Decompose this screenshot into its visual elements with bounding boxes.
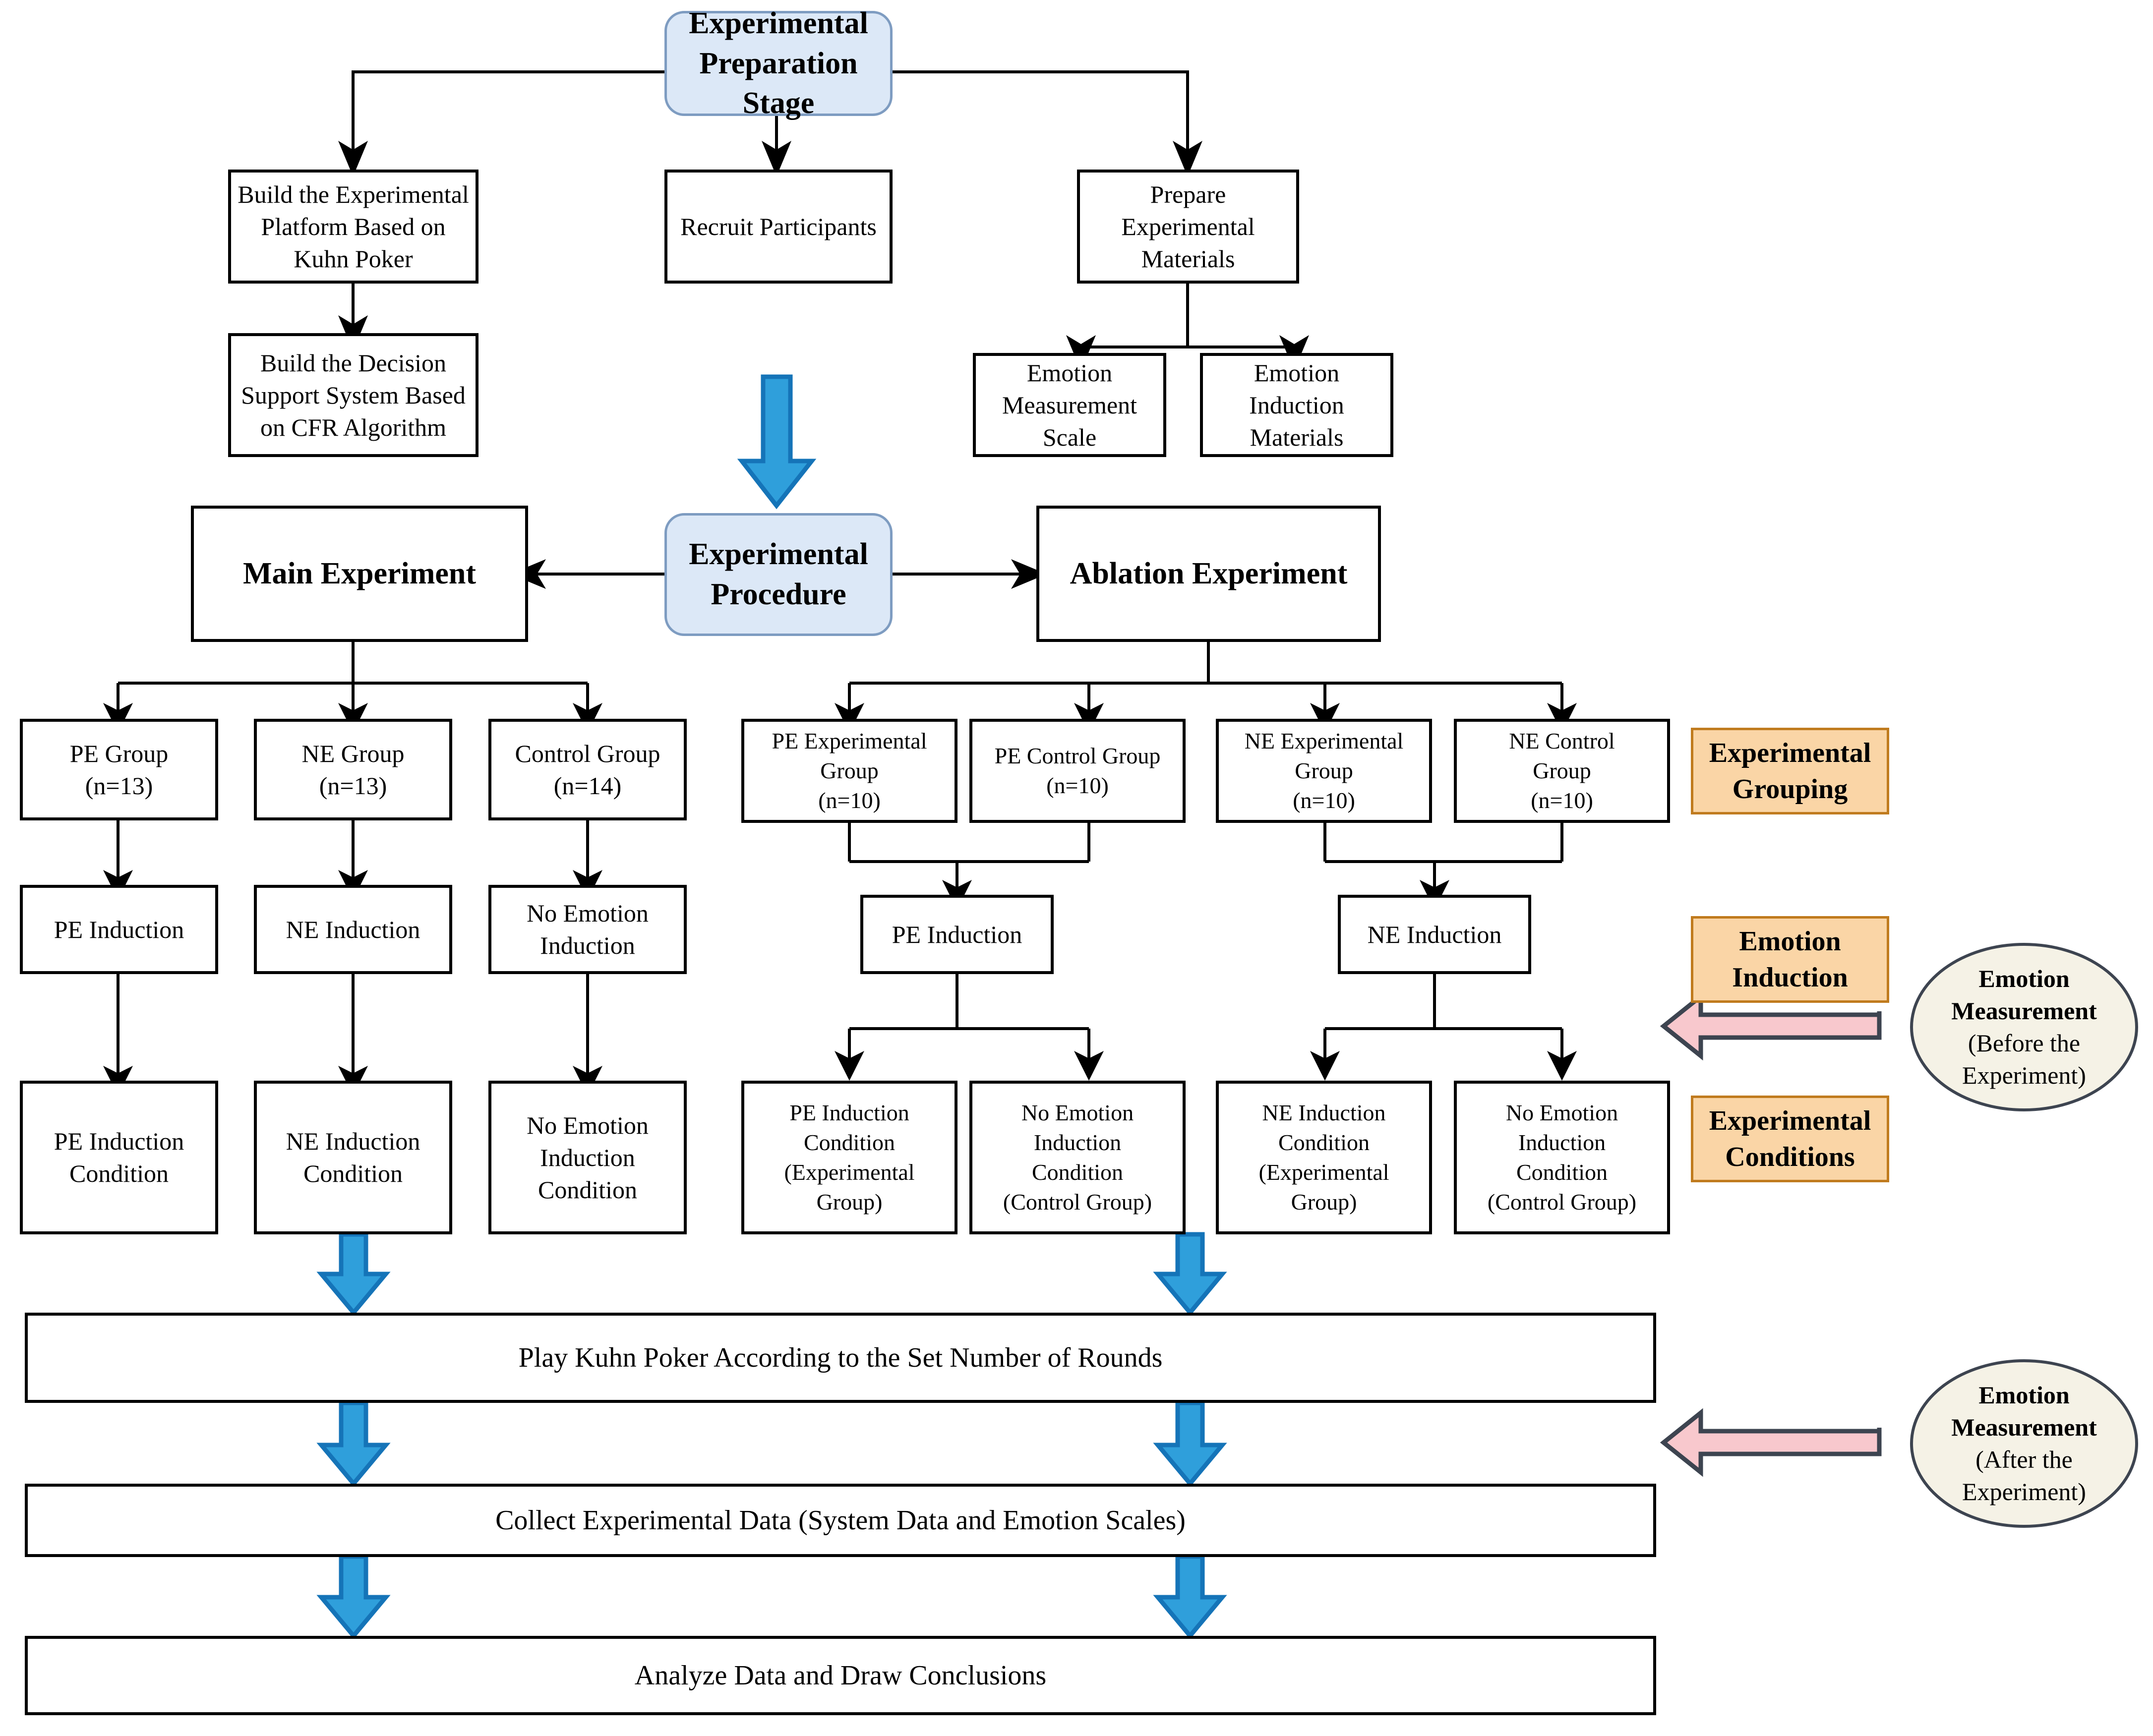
node-ne-induction-condition-main[interactable]: NE Induction Condition bbox=[254, 1081, 452, 1234]
callout-subtitle: (Before the Experiment) bbox=[1962, 1029, 2086, 1089]
side-label-text: Experimental Conditions bbox=[1709, 1105, 1871, 1172]
node-label: PE Induction Condition bbox=[54, 1127, 184, 1187]
node-label: Ablation Experiment bbox=[1070, 557, 1348, 591]
side-label-experimental-conditions: Experimental Conditions bbox=[1691, 1096, 1889, 1182]
node-recruit-participants[interactable]: Recruit Participants bbox=[664, 170, 893, 284]
node-pe-induction-condition-main[interactable]: PE Induction Condition bbox=[20, 1081, 218, 1234]
node-label: NE Induction Condition bbox=[286, 1127, 420, 1187]
node-pe-control-group[interactable]: PE Control Group (n=10) bbox=[969, 719, 1186, 823]
pink-arrow-after bbox=[1660, 1408, 1882, 1477]
node-label: Main Experiment bbox=[242, 557, 477, 591]
node-no-emotion-induction-main[interactable]: No Emotion Induction bbox=[488, 885, 687, 974]
node-main-experiment[interactable]: Main Experiment bbox=[191, 506, 528, 642]
node-ne-induction-condition-experimental[interactable]: NE Induction Condition (Experimental Gro… bbox=[1216, 1081, 1432, 1234]
node-label: Recruit Participants bbox=[680, 212, 877, 240]
node-label: Experimental Preparation Stage bbox=[689, 6, 868, 120]
node-no-emotion-induction-condition-pe-control[interactable]: No Emotion Induction Condition (Control … bbox=[969, 1081, 1186, 1234]
node-label: Build the Decision Support System Based … bbox=[241, 348, 466, 441]
node-pe-group[interactable]: PE Group (n=13) bbox=[20, 719, 218, 820]
node-experimental-preparation-stage[interactable]: Experimental Preparation Stage bbox=[664, 6, 893, 120]
node-label: No Emotion Induction Condition bbox=[527, 1111, 649, 1204]
node-label: NE Induction Condition (Experimental Gro… bbox=[1258, 1100, 1389, 1215]
node-label: NE Induction bbox=[286, 915, 420, 943]
blue-arrow-group bbox=[316, 374, 1227, 1640]
node-label: PE Induction Condition (Experimental Gro… bbox=[784, 1100, 915, 1215]
node-play-kuhn-poker[interactable]: Play Kuhn Poker According to the Set Num… bbox=[25, 1313, 1656, 1403]
pink-arrow-before bbox=[1660, 991, 1882, 1061]
node-label: Analyze Data and Draw Conclusions bbox=[634, 1660, 1047, 1691]
node-label: PE Experimental Group (n=10) bbox=[772, 728, 927, 813]
node-label: NE Induction bbox=[1367, 920, 1502, 948]
node-pe-experimental-group[interactable]: PE Experimental Group (n=10) bbox=[741, 719, 957, 823]
node-ne-control-group[interactable]: NE Control Group (n=10) bbox=[1454, 719, 1670, 823]
node-pe-induction-main[interactable]: PE Induction bbox=[20, 885, 218, 974]
node-emotion-measurement-scale[interactable]: Emotion Measurement Scale bbox=[973, 353, 1166, 457]
callout-emotion-measurement-before: Emotion Measurement (Before the Experime… bbox=[1910, 943, 2138, 1111]
node-ne-experimental-group[interactable]: NE Experimental Group (n=10) bbox=[1216, 719, 1432, 823]
node-ablation-experiment[interactable]: Ablation Experiment bbox=[1036, 506, 1381, 642]
node-no-emotion-induction-condition-main[interactable]: No Emotion Induction Condition bbox=[488, 1081, 687, 1234]
node-ne-induction-ablation[interactable]: NE Induction bbox=[1338, 895, 1531, 974]
node-label: Prepare Experimental Materials bbox=[1121, 180, 1255, 273]
node-label: NE Group (n=13) bbox=[301, 739, 405, 800]
node-label: No Emotion Induction bbox=[527, 899, 649, 959]
callout-title: Emotion Measurement bbox=[1951, 1381, 2097, 1441]
node-label: Play Kuhn Poker According to the Set Num… bbox=[518, 1342, 1163, 1373]
node-label: Emotion Measurement Scale bbox=[1002, 358, 1137, 451]
node-label: PE Induction bbox=[54, 915, 184, 943]
node-build-decision-support-system[interactable]: Build the Decision Support System Based … bbox=[228, 333, 478, 457]
node-analyze-data[interactable]: Analyze Data and Draw Conclusions bbox=[25, 1636, 1656, 1715]
node-label: Build the Experimental Platform Based on… bbox=[238, 180, 469, 273]
node-label: Control Group (n=14) bbox=[515, 739, 660, 800]
node-label: Emotion Induction Materials bbox=[1249, 358, 1344, 451]
node-label: PE Induction bbox=[892, 920, 1022, 948]
callout-title: Emotion Measurement bbox=[1951, 965, 2097, 1025]
node-label: NE Experimental Group (n=10) bbox=[1244, 728, 1404, 813]
side-label-experimental-grouping: Experimental Grouping bbox=[1691, 728, 1889, 814]
callout-subtitle: (After the Experiment) bbox=[1962, 1446, 2086, 1505]
node-no-emotion-induction-condition-ne-control[interactable]: No Emotion Induction Condition (Control … bbox=[1454, 1081, 1670, 1234]
node-control-group[interactable]: Control Group (n=14) bbox=[488, 719, 687, 820]
callout-emotion-measurement-after: Emotion Measurement (After the Experimen… bbox=[1910, 1359, 2138, 1528]
side-label-text: Emotion Induction bbox=[1732, 926, 1848, 993]
side-label-text: Experimental Grouping bbox=[1709, 737, 1871, 805]
node-label: NE Control Group (n=10) bbox=[1509, 728, 1615, 813]
node-label: No Emotion Induction Condition (Control … bbox=[1003, 1100, 1152, 1215]
pink-arrow-group bbox=[1660, 991, 1882, 1477]
node-label: Collect Experimental Data (System Data a… bbox=[495, 1505, 1186, 1536]
node-prepare-experimental-materials[interactable]: Prepare Experimental Materials bbox=[1077, 170, 1299, 284]
node-ne-group[interactable]: NE Group (n=13) bbox=[254, 719, 452, 820]
node-label: Experimental Procedure bbox=[689, 537, 868, 611]
node-emotion-induction-materials[interactable]: Emotion Induction Materials bbox=[1200, 353, 1393, 457]
node-ne-induction-main[interactable]: NE Induction bbox=[254, 885, 452, 974]
node-label: No Emotion Induction Condition (Control … bbox=[1487, 1100, 1637, 1215]
node-label: PE Control Group (n=10) bbox=[994, 743, 1161, 798]
node-collect-experimental-data[interactable]: Collect Experimental Data (System Data a… bbox=[25, 1484, 1656, 1557]
node-build-experimental-platform[interactable]: Build the Experimental Platform Based on… bbox=[228, 170, 478, 284]
node-pe-induction-condition-experimental[interactable]: PE Induction Condition (Experimental Gro… bbox=[741, 1081, 957, 1234]
node-experimental-procedure[interactable]: Experimental Procedure bbox=[664, 513, 893, 636]
side-label-emotion-induction: Emotion Induction bbox=[1691, 916, 1889, 1003]
node-label: PE Group (n=13) bbox=[69, 739, 169, 800]
node-pe-induction-ablation[interactable]: PE Induction bbox=[860, 895, 1054, 974]
